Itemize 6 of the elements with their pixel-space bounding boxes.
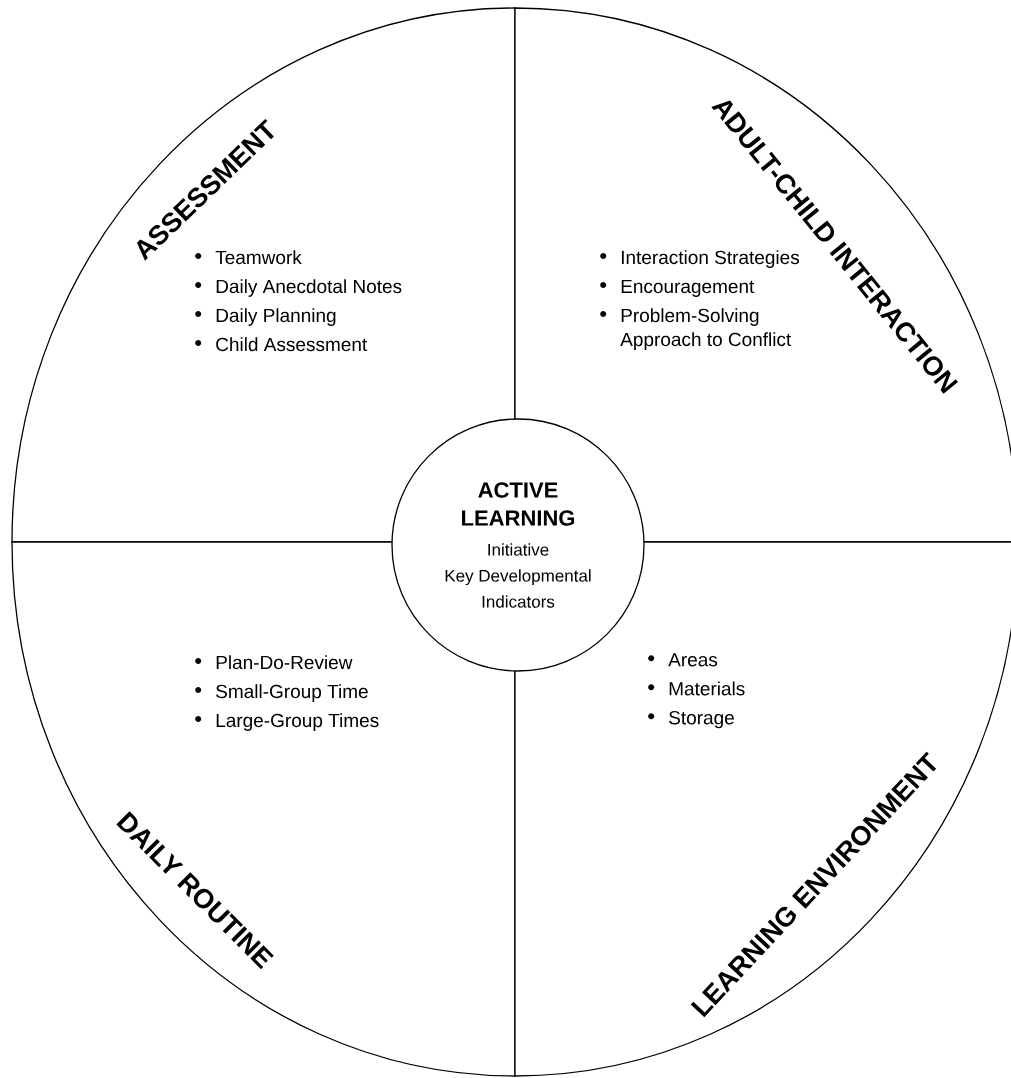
bullet-list: Plan-Do-Review Small-Group Time Large-Group Times — [195, 655, 379, 731]
node-label: Daily Planning — [216, 308, 336, 326]
node-label: Daily Anecdotal Notes — [216, 279, 402, 297]
bullet-list: Interaction Strategies Encouragement Problem-Solving Approach to Conflict — [600, 250, 799, 350]
node-label: Child Assessment — [216, 337, 368, 352]
bullet-list: Areas Materials Storage — [648, 653, 745, 729]
